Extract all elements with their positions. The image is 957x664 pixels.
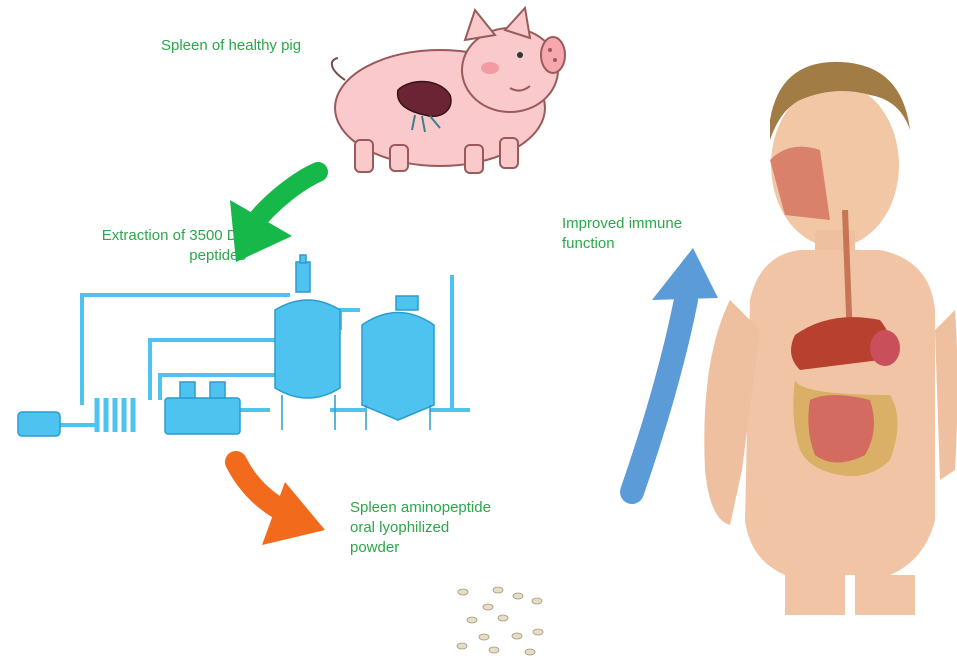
powder-granules-icon xyxy=(457,587,543,655)
child-anatomy-icon xyxy=(704,62,957,615)
orange-arrow xyxy=(236,462,325,545)
pig-icon xyxy=(332,8,565,173)
green-arrow xyxy=(230,172,318,262)
